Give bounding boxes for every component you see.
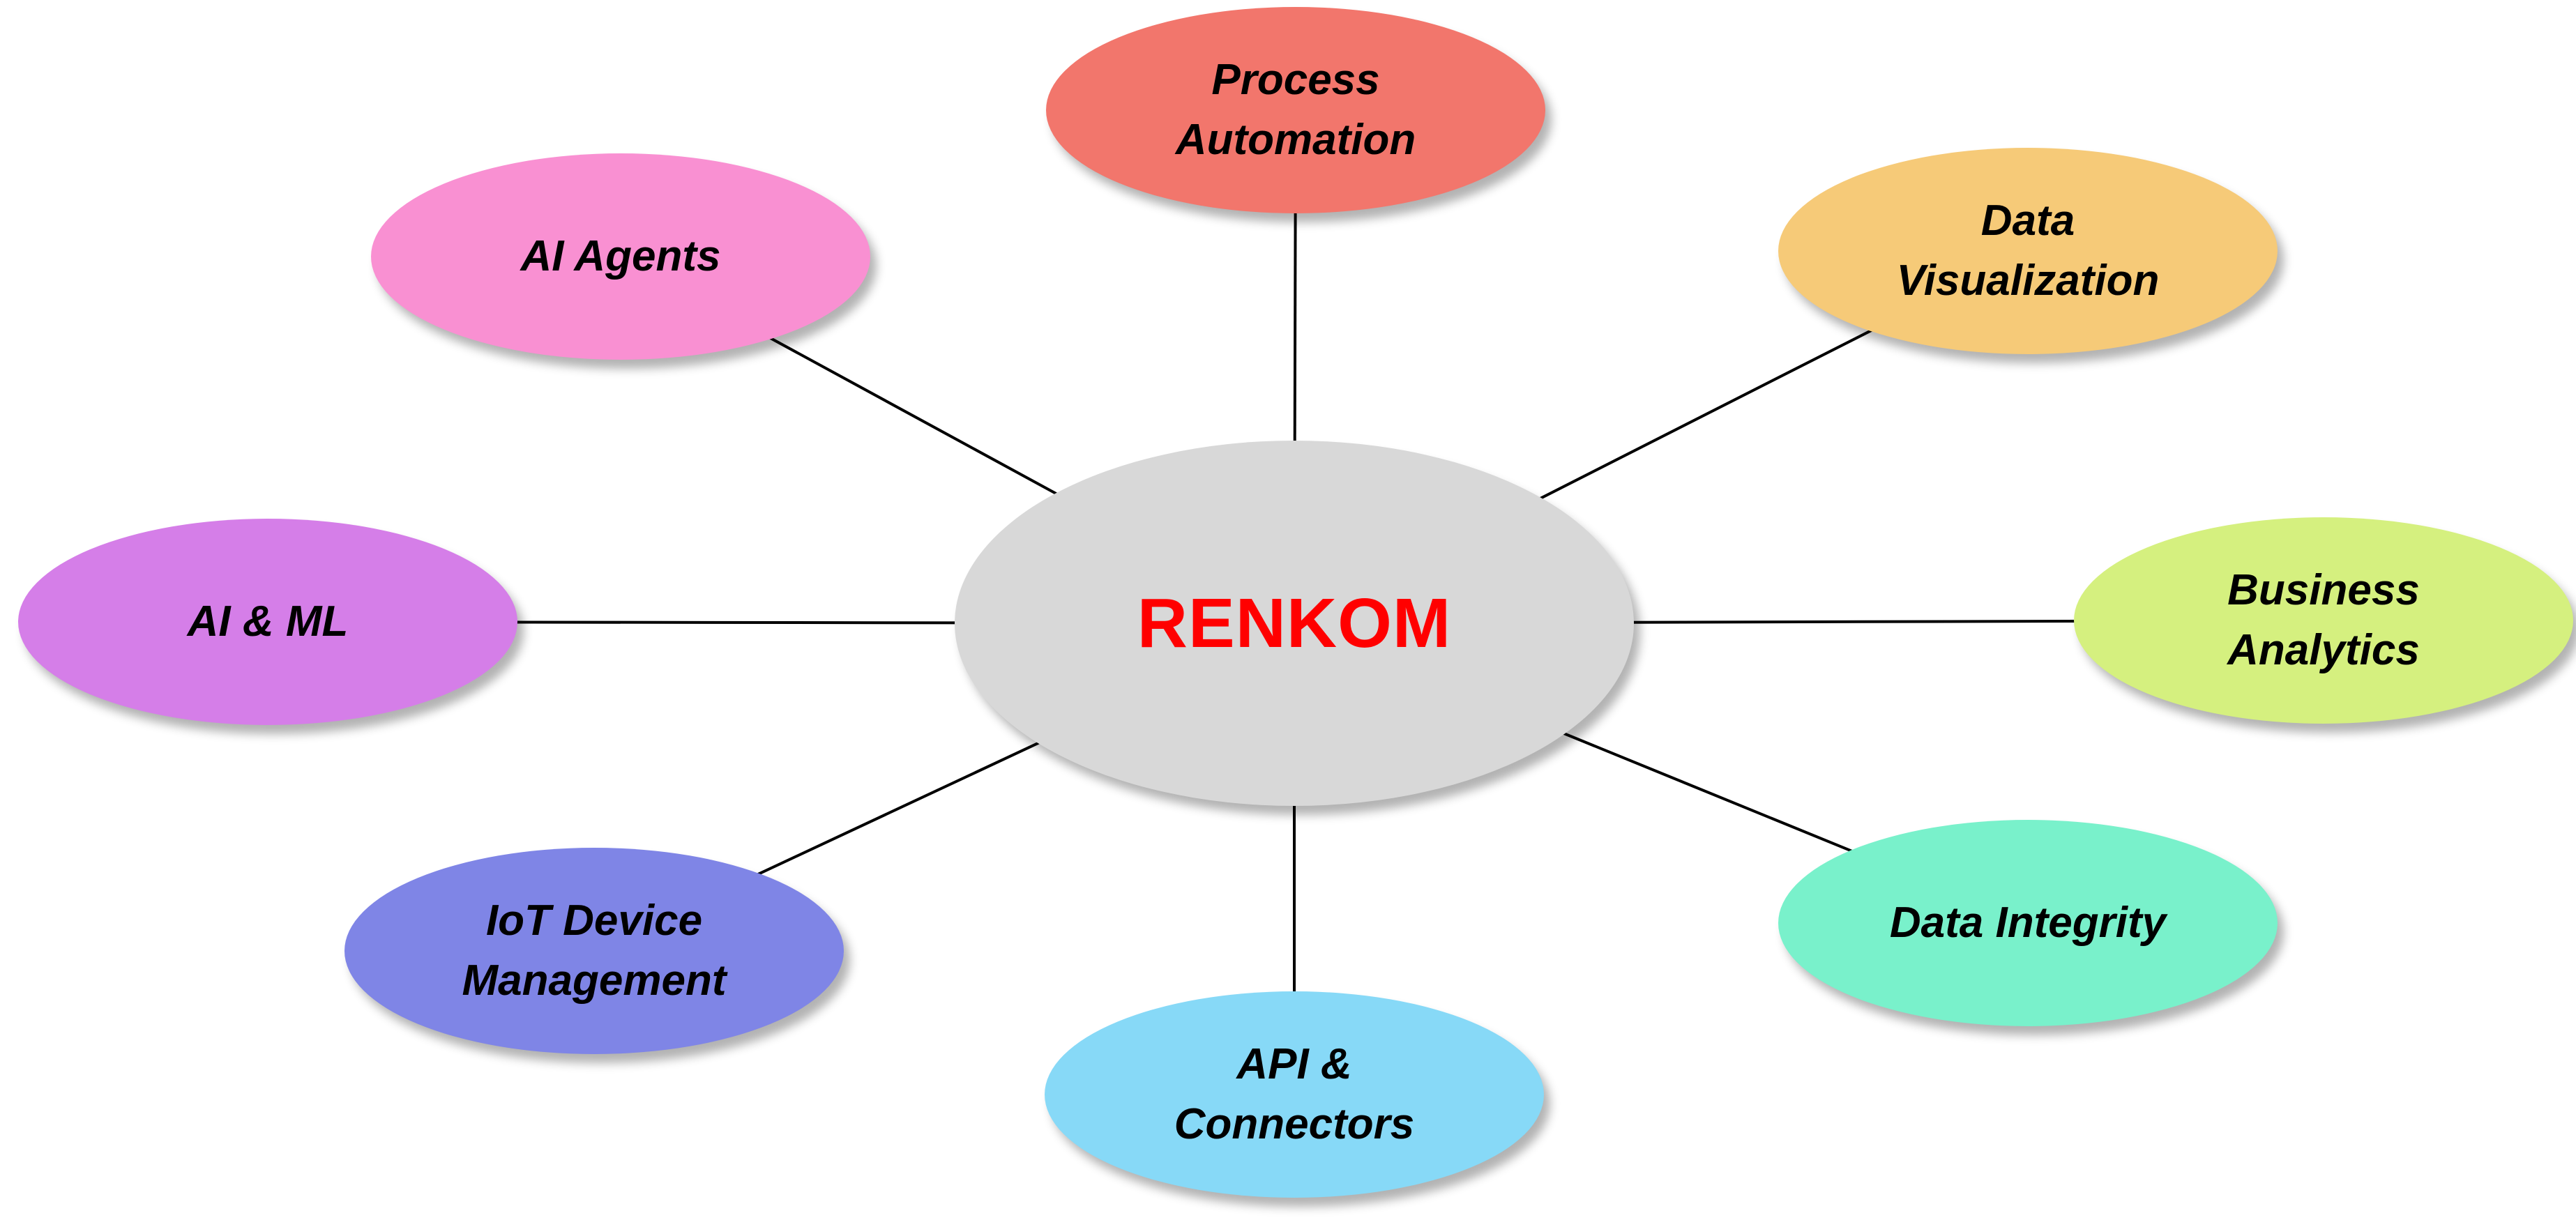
node-label-line: Process: [1211, 56, 1380, 105]
node-label-line: IoT Device: [485, 897, 703, 945]
node-ellipse-ai-agents: AI Agents: [371, 153, 870, 360]
node-label-line: Data Integrity: [1889, 899, 2167, 947]
node-label-line: Connectors: [1174, 1100, 1415, 1148]
node-label-line: AI & ML: [187, 597, 349, 646]
node-label-line: Visualization: [1896, 257, 2160, 305]
node-ellipse-ai-ml: AI & ML: [18, 519, 517, 725]
node-label-line: Business: [2227, 566, 2420, 615]
node-ellipse-business-analytics: Business Analytics: [2074, 517, 2573, 724]
node-ellipse-data-visualization: Data Visualization: [1778, 148, 2278, 354]
node-ellipse-api-connectors: API & Connectors: [1045, 991, 1544, 1198]
node-label-line: API &: [1236, 1040, 1352, 1089]
node-ellipse-iot-device-management: IoT Device Management: [344, 848, 844, 1054]
node-label-line: Automation: [1175, 116, 1416, 164]
hub-label: RENKOM: [1137, 584, 1452, 662]
node-label-line: AI Agents: [520, 232, 721, 281]
node-ellipse-data-integrity: Data Integrity: [1778, 820, 2278, 1026]
node-label-line: Management: [462, 957, 727, 1005]
node-label-line: Data: [1980, 197, 2075, 245]
node-ellipse-process-automation: Process Automation: [1046, 7, 1545, 213]
node-label-line: Analytics: [2227, 626, 2420, 674]
hub-ellipse: RENKOM: [955, 441, 1634, 806]
